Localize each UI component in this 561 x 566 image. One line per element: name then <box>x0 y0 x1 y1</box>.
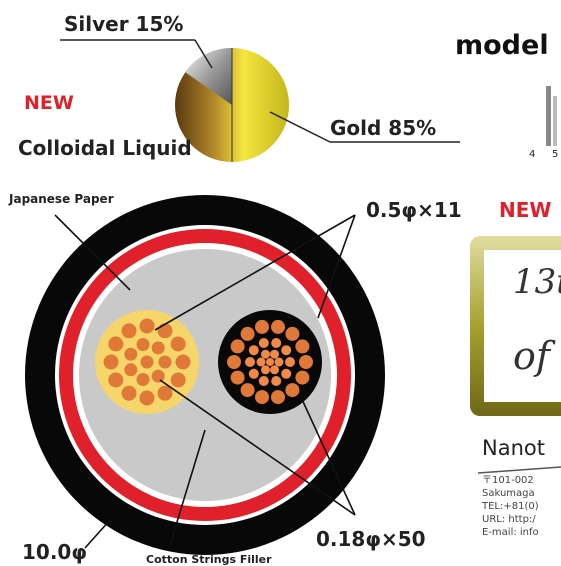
large-strand <box>103 354 119 370</box>
small-strand <box>245 357 255 367</box>
card-inner <box>484 250 561 402</box>
small-strand <box>271 376 282 386</box>
silver-label: Silver 15% <box>64 12 184 36</box>
japanese-paper-label: Japanese Paper <box>9 192 114 206</box>
large-strand <box>108 336 124 352</box>
tel-line: TEL:+81(0) <box>482 501 539 512</box>
small-strand <box>270 365 279 375</box>
company-address: 〒101-002 Sakumaga TEL:+81(0) URL: http:/… <box>482 474 539 539</box>
small-strand <box>285 383 300 398</box>
small-strand <box>274 357 284 367</box>
large-strand <box>157 385 173 401</box>
small-strand <box>266 358 274 366</box>
small-strand <box>258 338 269 348</box>
bar-mark-2 <box>553 96 557 146</box>
small-strand <box>295 339 310 354</box>
company-underline <box>477 466 561 474</box>
small-strand <box>271 390 285 405</box>
email-line: E-mail: info <box>482 527 539 538</box>
tick-label-5: 5 <box>552 149 559 160</box>
small-strand <box>271 338 282 348</box>
small-strand <box>256 357 266 367</box>
large-strand <box>108 372 124 388</box>
large-strand <box>121 385 137 401</box>
gold-leader <box>269 111 331 143</box>
small-strand <box>285 357 295 367</box>
silver-slice <box>185 47 232 105</box>
small-strand <box>240 383 255 398</box>
tick-label-4: 4 <box>529 149 536 160</box>
small-strand <box>285 326 300 341</box>
gold-silver-pie <box>175 47 289 162</box>
model-heading: model <box>455 30 549 61</box>
small-strand <box>230 370 245 385</box>
url-line: URL: http:/ <box>482 514 536 525</box>
large-strand <box>124 363 138 377</box>
new-badge-top: NEW <box>24 92 74 114</box>
large-strand <box>140 355 154 369</box>
filler-label: Cotton Strings Filler <box>146 553 272 566</box>
large-strand <box>158 355 172 369</box>
small-strand <box>240 326 255 341</box>
address-line: 〒101-002 <box>482 475 534 486</box>
company-name: Nanot <box>482 436 545 460</box>
new-badge-right: NEW <box>499 198 552 222</box>
large-strand <box>170 372 186 388</box>
large-strand <box>175 354 191 370</box>
diameter-label: 10.0φ <box>22 540 87 564</box>
small-strand <box>248 345 259 356</box>
small-strand <box>255 319 269 334</box>
small-strand <box>295 370 310 385</box>
small-strand <box>271 319 285 334</box>
colloidal-label: Colloidal Liquid <box>18 136 192 160</box>
conductor-large-label: 0.5φ×11 <box>366 198 462 222</box>
large-conductor-strands <box>103 318 191 406</box>
card-line-2: of <box>513 334 550 378</box>
large-strand <box>136 373 150 386</box>
small-strand <box>227 355 241 369</box>
large-strand <box>170 336 186 352</box>
small-strand <box>299 355 313 369</box>
large-strand <box>139 318 155 334</box>
leader-lines <box>54 214 356 549</box>
small-strand <box>281 345 292 356</box>
small-conductor-strands <box>227 319 313 405</box>
small-strand <box>255 390 269 405</box>
company-name-line: Sakumaga <box>482 488 535 499</box>
large-strand <box>136 338 150 351</box>
large-strand <box>151 341 165 355</box>
large-strand <box>157 323 173 339</box>
small-strand <box>261 365 270 375</box>
card-line-1: 13t <box>513 262 561 302</box>
large-strand <box>139 390 155 406</box>
large-strand <box>151 369 165 383</box>
large-strand <box>124 347 138 361</box>
gold-label: Gold 85% <box>330 116 437 140</box>
large-strand <box>121 323 137 339</box>
bar-mark-1 <box>546 86 551 146</box>
small-strand <box>270 349 279 359</box>
conductor-small-label: 0.18φ×50 <box>316 527 426 551</box>
small-strand <box>281 368 292 379</box>
cable-cross-section <box>25 195 385 555</box>
small-strand <box>248 368 259 379</box>
small-strand <box>261 349 270 359</box>
small-strand <box>230 339 245 354</box>
small-strand <box>258 376 269 386</box>
